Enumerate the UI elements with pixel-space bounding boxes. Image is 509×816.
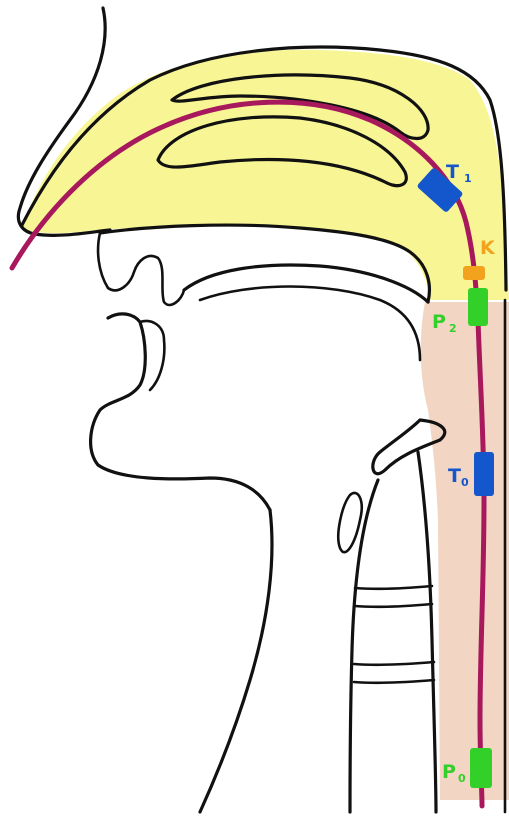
upper-lip-outline xyxy=(98,233,184,305)
p0-label: P xyxy=(442,761,456,783)
trachea-left-wall xyxy=(350,480,378,812)
chin-outline xyxy=(91,314,270,510)
t0-sensor xyxy=(474,452,494,496)
t0-label: T xyxy=(448,465,461,487)
p0-label-subscript: 0 xyxy=(458,772,466,785)
trachea-ring-1 xyxy=(355,586,432,607)
neck-front-outline xyxy=(200,510,272,812)
p2-sensor xyxy=(468,288,488,326)
tongue-inner-outline xyxy=(200,287,420,361)
vocal-fold-outline xyxy=(338,493,361,552)
trachea-ring-2 xyxy=(354,662,434,683)
t1-label: T xyxy=(446,161,459,183)
trachea-right-wall xyxy=(418,452,436,812)
t0-label-subscript: 0 xyxy=(461,476,469,489)
t1-label-subscript: 1 xyxy=(464,172,472,185)
k-label: K xyxy=(480,237,496,259)
p0-sensor xyxy=(470,748,492,788)
p2-label-subscript: 2 xyxy=(449,322,457,335)
tongue-top-outline xyxy=(184,265,428,302)
p2-label: P xyxy=(432,311,446,333)
k-marker xyxy=(463,266,485,280)
